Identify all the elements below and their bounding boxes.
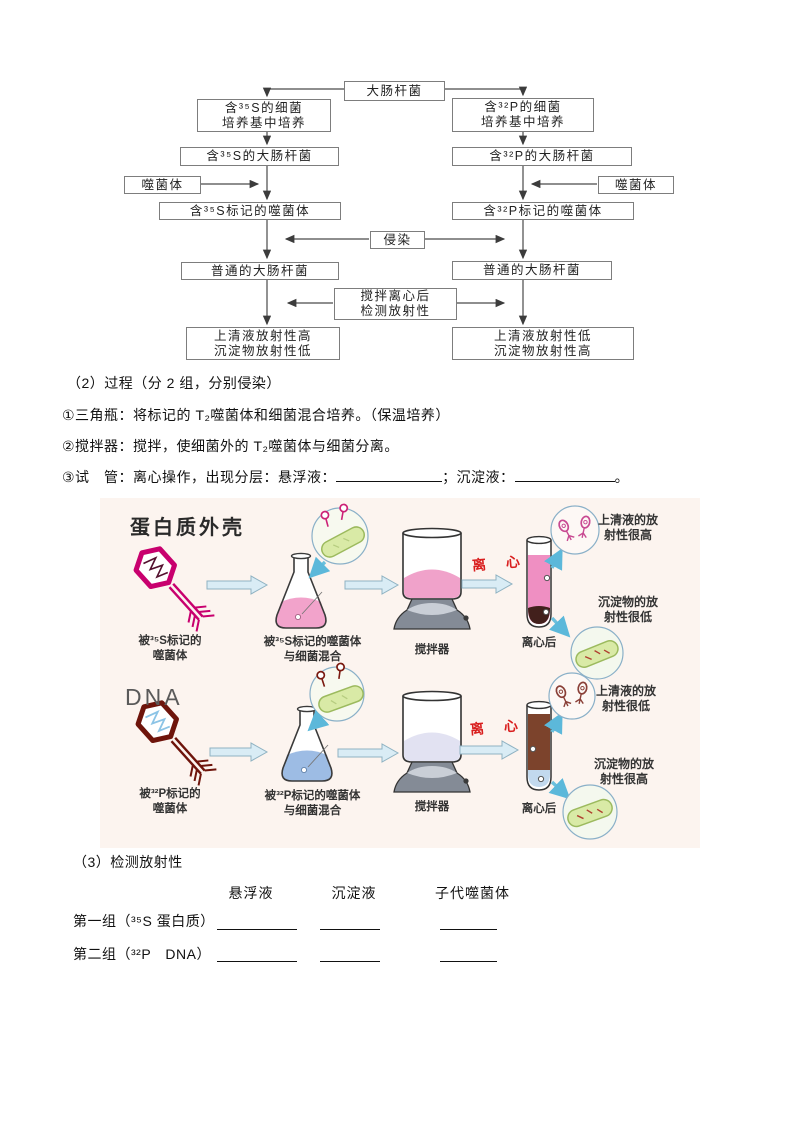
flowchart-box-result-right: 上清液放射性低 沉淀物放射性高 xyxy=(452,327,634,360)
flask-35s-label: 被³⁵S标记的噬菌体 与细菌混合 xyxy=(263,636,362,663)
row-label-group1: 第一组（³⁵S 蛋白质） xyxy=(73,913,215,929)
process-step3: ③试 管：离心操作，出现分层：悬浮液： ；沉淀液： 。 xyxy=(62,467,629,487)
answer-line xyxy=(320,961,380,962)
figure-row1-title: 蛋白质外壳 xyxy=(130,517,245,539)
figure-drawing xyxy=(133,503,624,840)
flowchart-box-phage-left: 噬菌体 xyxy=(124,176,201,194)
flask-icon xyxy=(275,552,327,629)
blender-label-row2: 搅拌器 xyxy=(414,801,450,813)
flowchart-box-labeled-phage-35s: 含³⁵S标记的噬菌体 xyxy=(159,202,341,220)
process-heading: （2）过程（分 2 组，分别侵染） xyxy=(67,375,281,391)
flowchart-box-result-left: 上清液放射性高 沉淀物放射性低 xyxy=(186,327,340,360)
flowchart-box-ecoli-source: 大肠杆菌 xyxy=(344,81,445,101)
callout-arrow-icon xyxy=(548,615,571,638)
callout-arrow-icon xyxy=(548,777,571,800)
detect-heading: （3）检测放射性 xyxy=(73,854,183,870)
blender-label-row1: 搅拌器 xyxy=(414,644,450,656)
phage-32p-label: 被³²P标记的 噬菌体 xyxy=(139,788,201,815)
arrow-right-icon xyxy=(461,574,514,594)
process-step3-prefix: ③试 管：离心操作，出现分层：悬浮液： xyxy=(62,469,337,485)
bacterium-with-phages-inset-icon xyxy=(307,662,365,732)
blender-icon xyxy=(393,527,471,630)
arrow-right-icon xyxy=(344,575,400,595)
supernatant-note-row2: 上清液的放 射性很低 xyxy=(595,684,656,713)
process-step2: ②搅拌器：搅拌，使细菌外的 T₂噬菌体与细菌分离。 xyxy=(62,438,399,454)
after-centrifuge-label-row2: 离心后 xyxy=(521,803,557,815)
answer-blank-suspension xyxy=(336,468,443,482)
phage-32p-icon xyxy=(135,700,217,786)
callout-arrow-icon xyxy=(307,709,330,732)
answer-line xyxy=(217,929,297,930)
flask-32p-label: 被³²P标记的噬菌体 与细菌混合 xyxy=(264,790,361,817)
flowchart-box-stir-centrifuge: 搅拌离心后 检测放射性 xyxy=(334,288,457,320)
after-centrifuge-label-row1: 离心后 xyxy=(521,637,557,649)
column-header-sediment: 沉淀液 xyxy=(331,885,377,901)
column-header-offspring-phage: 子代噬菌体 xyxy=(435,885,510,901)
sediment-note-row1: 沉淀物的放 射性很低 xyxy=(597,595,658,624)
column-header-suspension: 悬浮液 xyxy=(228,885,274,901)
sediment-bacterium-inset-icon xyxy=(570,626,624,680)
test-tube-icon xyxy=(526,700,571,800)
sediment-bacterium-inset-icon xyxy=(562,784,618,840)
answer-line xyxy=(440,929,497,930)
row-label-group2: 第二组（³²P DNA） xyxy=(73,946,211,962)
supernatant-phages-inset-icon xyxy=(550,505,600,555)
flowchart-box-ecoli-35s: 含³⁵S的大肠杆菌 xyxy=(180,147,339,166)
arrow-right-icon xyxy=(459,740,520,760)
sediment-note-row2: 沉淀物的放 射性很高 xyxy=(593,757,654,786)
flowchart-box-normal-ecoli-right: 普通的大肠杆菌 xyxy=(452,261,612,280)
blender-icon xyxy=(393,690,471,793)
flowchart-box-ecoli-32p: 含³²P的大肠杆菌 xyxy=(452,147,632,166)
supernatant-note-row1: 上清液的放 射性很高 xyxy=(597,513,658,542)
process-step3-end: 。 xyxy=(614,469,630,485)
bacterium-with-phages-inset-icon xyxy=(308,503,369,579)
hershey-chase-figure: 蛋白质外壳 被³⁵S标记的 噬菌体 被³⁵S标记的噬菌体 与细菌混合 搅拌器 离… xyxy=(100,498,700,848)
flowchart-box-infect: 侵染 xyxy=(370,231,425,249)
flask-icon xyxy=(281,705,333,782)
supernatant-phages-inset-icon xyxy=(548,672,596,720)
flowchart-box-medium-35s: 含³⁵S的细菌 培养基中培养 xyxy=(197,99,331,132)
arrow-right-icon xyxy=(209,742,269,762)
flowchart-box-labeled-phage-32p: 含³²P标记的噬菌体 xyxy=(452,202,634,220)
arrow-right-icon xyxy=(337,743,400,763)
answer-blank-sediment xyxy=(514,468,615,482)
answer-line xyxy=(217,961,297,962)
phage-35s-icon xyxy=(133,546,215,632)
flowchart-box-normal-ecoli-left: 普通的大肠杆菌 xyxy=(181,262,339,280)
flowchart-box-medium-32p: 含³²P的细菌 培养基中培养 xyxy=(452,98,594,132)
process-step3-separator: ；沉淀液： xyxy=(442,469,515,485)
answer-line xyxy=(440,961,497,962)
arrow-right-icon xyxy=(206,575,269,595)
figure-row2-title: DNA xyxy=(125,684,183,710)
test-tube-icon xyxy=(526,535,571,638)
callout-arrow-icon xyxy=(544,711,563,735)
answer-line xyxy=(320,929,380,930)
callout-arrow-icon xyxy=(544,547,563,571)
phage-35s-label: 被³⁵S标记的 噬菌体 xyxy=(138,635,202,662)
process-step1: ①三角瓶：将标记的 T₂噬菌体和细菌混合培养。（保温培养） xyxy=(62,407,450,423)
flowchart-box-phage-right: 噬菌体 xyxy=(598,176,674,194)
callout-arrow-icon xyxy=(308,556,331,579)
